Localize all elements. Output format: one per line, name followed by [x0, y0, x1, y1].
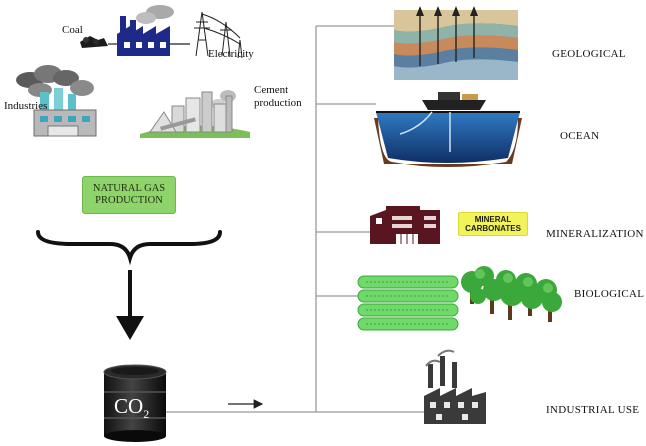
geological-label: GEOLOGICAL: [552, 48, 626, 60]
geological-icon: [394, 6, 518, 80]
natural-gas-line2: PRODUCTION: [95, 195, 163, 206]
coal-label: Coal: [62, 24, 83, 36]
cement-plant-icon: [140, 90, 250, 138]
ocean-icon: [374, 92, 522, 167]
mineral-line1: MINERAL: [474, 215, 512, 224]
co2-formula: CO2: [114, 394, 149, 422]
industries-icon: [16, 65, 97, 137]
factory-icon: [117, 5, 174, 56]
trees-icon: [461, 266, 562, 322]
natural-gas-box: NATURAL GAS PRODUCTION: [82, 176, 176, 214]
barrel-icon: [103, 364, 167, 442]
cement-label: Cement production: [254, 84, 302, 110]
natural-gas-line1: NATURAL GAS: [92, 183, 166, 194]
power-tower-icon: [194, 11, 243, 59]
co2-formula-main: CO: [114, 394, 144, 418]
ocean-label: OCEAN: [560, 130, 600, 142]
mineral-carbonates-box: MINERAL CARBONATES: [458, 212, 528, 236]
building-icon: [370, 206, 440, 244]
brace-shape: [36, 230, 222, 266]
biological-label: BIOLOGICAL: [574, 288, 645, 300]
cement-label-line2: production: [254, 97, 302, 109]
cement-label-line1: Cement: [254, 84, 289, 96]
co2-formula-sub: 2: [143, 407, 150, 422]
industrial-use-label: INDUSTRIAL USE: [546, 404, 640, 416]
mineral-line2: CARBONATES: [465, 224, 521, 233]
mineralization-label: MINERALIZATION: [546, 228, 644, 240]
industrial-factory-icon: [424, 349, 486, 424]
coal-icon: [80, 36, 108, 48]
connector-lines: [166, 25, 424, 413]
algae-tubes-icon: [357, 275, 459, 331]
down-arrow-icon: [116, 270, 144, 340]
industries-label: Industries: [4, 100, 48, 112]
electricity-label: Electricity: [208, 48, 254, 60]
